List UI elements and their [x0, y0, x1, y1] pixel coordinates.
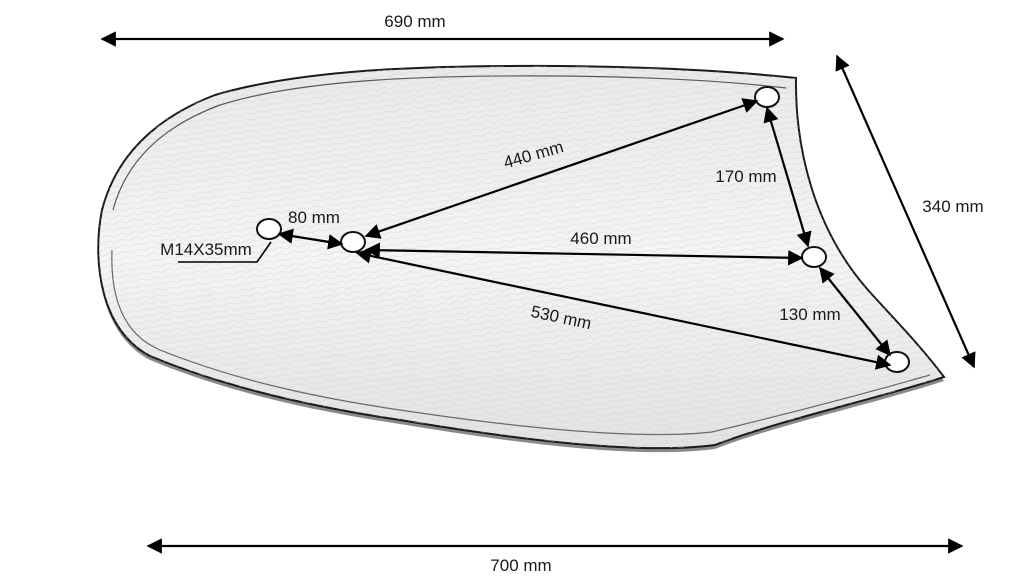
label-bolt-spec: M14X35mm — [160, 240, 252, 259]
label-80: 80 mm — [288, 208, 340, 227]
dim-line-170 — [763, 106, 812, 248]
bolt-hole-left — [340, 231, 366, 253]
label-130: 130 mm — [779, 305, 840, 324]
label-460: 460 mm — [570, 229, 631, 248]
label-690: 690 mm — [384, 12, 445, 31]
label-340: 340 mm — [922, 197, 983, 216]
blade-plate-lower-edge — [111, 249, 931, 436]
dim-line-130 — [819, 266, 891, 357]
bolt-hole-far-left — [256, 218, 282, 240]
dim-line-440 — [364, 98, 759, 239]
bolt-hole-top-right — [754, 86, 780, 108]
blade-plate-edge — [112, 75, 787, 211]
dim-line-80 — [277, 228, 344, 250]
bolt-spec-leader — [178, 241, 272, 263]
dim-line-right-340 — [835, 54, 976, 369]
label-700: 700 mm — [490, 556, 551, 575]
dim-line-530 — [355, 248, 892, 370]
dimension-lines — [100, 31, 976, 554]
bolt-hole-mid-right — [801, 246, 827, 268]
label-170: 170 mm — [715, 167, 776, 186]
